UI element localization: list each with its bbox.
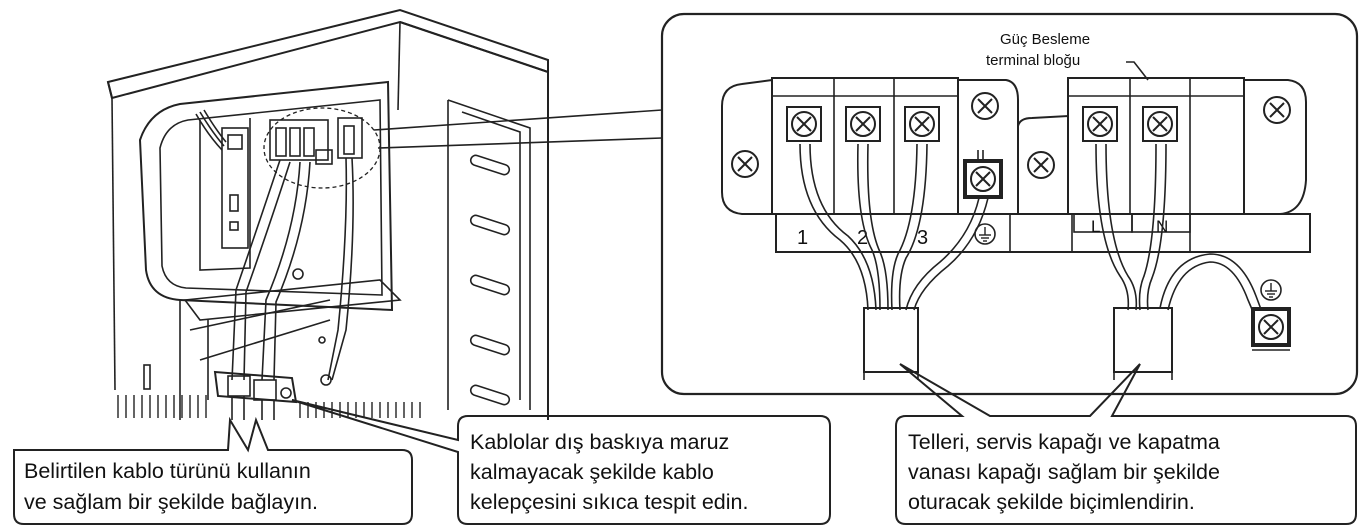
- terminal-detail: 1 2 3 L N: [660, 12, 1359, 396]
- side-grille-slots: [469, 154, 511, 406]
- ground-symbol-icon-2: [1260, 279, 1282, 301]
- mounting-screw-icon-2: [1027, 151, 1055, 179]
- external-ground-screw-icon: [1253, 309, 1289, 345]
- callout-clamp: Kablolar dış baskıya maruz kalmayacak şe…: [291, 399, 831, 525]
- callout-clamp-line2: kalmayacak şekilde kablo: [470, 460, 714, 484]
- callout-cable-type-line1: Belirtilen kablo türünü kullanın: [24, 459, 311, 483]
- terminal-3-screw-icon: [904, 106, 940, 142]
- terminal-label-l: L: [1091, 217, 1100, 236]
- callout-cable-type: Belirtilen kablo türünü kullanın ve sağl…: [13, 416, 413, 525]
- callout-clamp-line3: kelepçesini sıkıca tespit edin.: [470, 490, 748, 514]
- mounting-screw-icon: [731, 150, 759, 178]
- callout-wires-line1: Telleri, servis kapağı ve kapatma: [908, 430, 1220, 454]
- terminal-1-screw-icon: [786, 106, 822, 142]
- terminal-label-3: 3: [917, 227, 928, 249]
- supply-label-line1: Güç Besleme: [1000, 31, 1090, 48]
- callout-wires-line3: oturacak şekilde biçimlendirin.: [908, 490, 1195, 514]
- terminal-2-screw-icon: [845, 106, 881, 142]
- cable-clamp: [213, 370, 298, 404]
- zoom-connector-top: [373, 109, 663, 131]
- ground-screw-icon: [965, 161, 1001, 197]
- terminal-label-2: 2: [857, 227, 868, 249]
- plate-screw-icon: [971, 92, 999, 120]
- supply-label-pointer: [1126, 61, 1149, 81]
- outdoor-unit: [106, 8, 549, 420]
- terminal-l-screw-icon: [1082, 106, 1118, 142]
- callout-wires-line2: vanası kapağı sağlam bir şekilde: [908, 460, 1220, 484]
- terminal-label-1: 1: [797, 227, 808, 249]
- supply-label-line2: terminal bloğu: [986, 52, 1080, 69]
- supply-wires: [1095, 143, 1263, 315]
- callout-cable-type-line2: ve sağlam bir şekilde bağlayın.: [24, 490, 318, 514]
- callout-clamp-line1: Kablolar dış baskıya maruz: [470, 430, 729, 454]
- mounting-screw-icon-3: [1263, 96, 1291, 124]
- terminal-n-screw-icon: [1142, 106, 1178, 142]
- signal-wires: [799, 143, 989, 311]
- callout-wires: Telleri, servis kapağı ve kapatma vanası…: [895, 363, 1357, 525]
- zoom-connector-bottom: [377, 137, 663, 149]
